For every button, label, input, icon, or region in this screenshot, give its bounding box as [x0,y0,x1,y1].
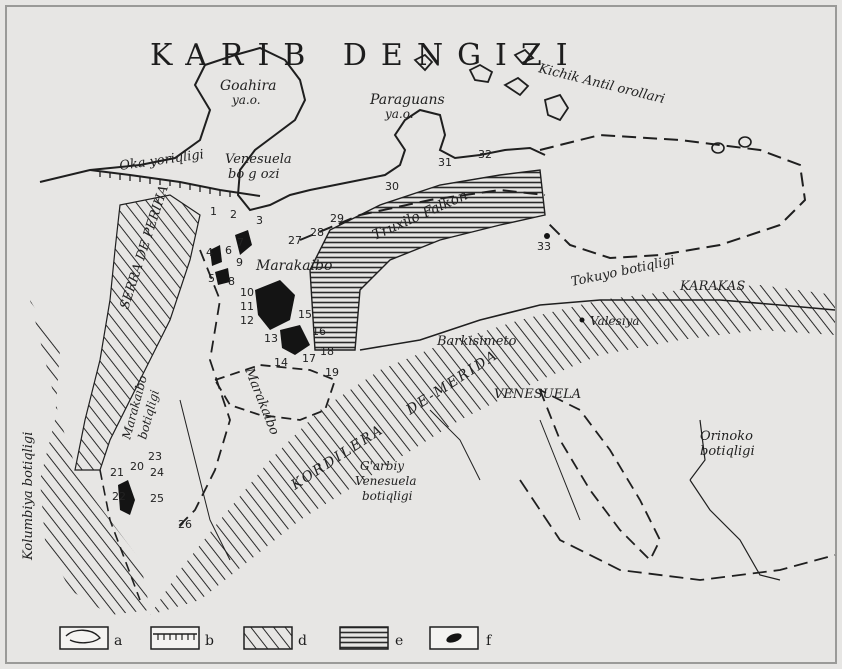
legend-item-b: b [150,626,214,650]
field-number: 7 [237,236,244,249]
field-number: 16 [312,325,326,338]
goahira-sub-label: ya.o. [231,93,261,107]
field-number: 28 [310,226,324,239]
venesuela-bogozi-label: Venesuela [225,152,292,167]
truxilo-falkon-zone [309,169,546,351]
orinoko-label: Orinoko [700,429,753,444]
island [413,53,434,72]
field-number: 20 [130,460,144,473]
legend-key-b: b [205,633,214,649]
river [689,419,706,481]
orinoko-dashed-outline [519,479,836,581]
cordillera-de-merida-range [150,285,835,615]
boundary-line [359,299,836,351]
valesiya-label: Valesiya [590,314,640,328]
field-numbers: 1 2 3 4 5 6 7 8 9 10 11 12 13 14 15 16 1… [110,148,551,531]
field-number: 12 [240,314,254,327]
gharbiy-sub2-label: botiqligi [362,489,413,503]
venesuela-label: VENESUELA [494,387,581,402]
island [738,136,752,148]
island [513,48,535,65]
legend: a b d e f [59,626,493,650]
karakas-label: KARAKAS [679,279,745,294]
tokuyo-dashed-outline [539,133,807,260]
venesuela-dashed-outline [538,388,662,562]
field-number: 31 [438,156,452,169]
field-number: 24 [150,466,164,479]
field-number: 14 [274,356,288,369]
field-number: 29 [330,212,344,225]
river [539,419,581,521]
field-number: 17 [302,352,316,365]
legend-item-d: d [243,626,307,650]
island [543,93,570,122]
field-number: 10 [240,286,254,299]
gharbiy-sub1-label: Venesuela [355,474,416,488]
legend-key-f: f [486,633,493,649]
sea-title: KARIB DENGIZI [150,38,582,73]
legend-item-f: f [429,626,493,650]
island [468,63,494,83]
paraguans-label: Paraguans [369,92,445,108]
legend-key-a: a [114,633,122,649]
field-number: 23 [148,450,162,463]
field-number: 1 [210,205,217,218]
horizontal-hatch-symbol [339,626,389,650]
marakaibo-city-label: Marakaibo [255,258,332,274]
coastline [39,46,546,212]
field-number: 27 [288,234,302,247]
island [503,76,530,97]
colombia-basin-dashed-outline [99,469,141,601]
western-hatch-region [30,300,150,615]
river [429,409,481,481]
field-number: 32 [478,148,492,161]
field-number: 15 [298,308,312,321]
serra-de-perija-range [74,194,201,471]
marakaibo-basin-label: Marakaibo [241,365,282,438]
falkon-dashed-outline [299,188,546,241]
gharbiy-label: G'arbiy [360,459,404,473]
venesuela-bogozi-sub-label: bo g ozi [228,167,280,182]
kolumbiya-botiqligi-label: Kolumbiya botiqligi [21,432,36,561]
marakaibo-lake-dashed-outline [213,364,337,421]
field-number: 30 [385,180,399,193]
goahira-label: Goahira [220,78,277,94]
field-number: 6 [225,244,232,257]
field-number: 4 [206,246,213,259]
fault-line-symbol [150,626,200,650]
oil-fields [118,230,585,515]
field-number: 25 [150,492,164,505]
diagonal-hatch-symbol [243,626,293,650]
paraguans-sub-label: ya.o. [384,107,414,121]
legend-item-e: e [339,626,403,650]
field-number: 21 [110,466,124,479]
field-number: 11 [240,300,254,313]
field-number: 2 [230,208,237,221]
field-number: 8 [228,275,235,288]
field-number: 13 [264,332,278,345]
island [711,142,725,154]
field-number: 33 [537,240,551,253]
field-number: 9 [236,256,243,269]
oka-yoriqligi-label: Oka yoriqligi [118,147,204,174]
field-number: 26 [178,518,192,531]
outer-border [5,5,837,664]
field-number: 3 [256,214,263,227]
barkisimeto-label: Barkisimeto [436,334,517,349]
field-number: 18 [320,345,334,358]
tokuyo-botiqligi-label: Tokuyo botiqligi [570,253,677,290]
legend-key-e: e [395,633,403,649]
fault-ticks [99,171,231,197]
marakaibo-basin-dashed-outline [174,249,231,531]
field-number: 5 [208,272,215,285]
legend-item-a: a [59,626,122,650]
legend-key-d: d [298,633,307,649]
kichik-antil-label: Kichik Antil orollari [536,61,666,107]
field-number: 22 [112,490,126,503]
orinoko-sub-label: botiqligi [700,444,755,459]
field-number: 19 [325,366,339,379]
river [689,479,781,581]
